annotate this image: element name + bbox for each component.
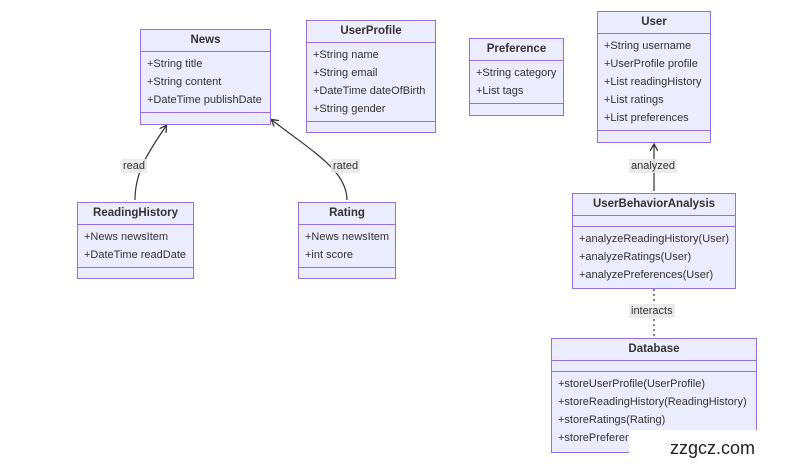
attribute: +String email xyxy=(313,67,378,79)
edge-label-interacts: interacts xyxy=(629,304,675,318)
class-user-profile-attributes: +String name +String email +DateTime dat… xyxy=(307,43,435,122)
class-user: User +String username +UserProfile profi… xyxy=(597,11,711,143)
class-user-methods xyxy=(598,131,710,134)
class-user-profile-methods xyxy=(307,122,435,125)
watermark: zzgcz.com xyxy=(629,430,796,466)
class-user-behavior-analysis-attributes xyxy=(573,216,735,227)
class-user-profile: UserProfile +String name +String email +… xyxy=(306,20,436,133)
class-user-behavior-analysis-methods: +analyzeReadingHistory(User) +analyzeRat… xyxy=(573,227,735,287)
edge-label-analyzed: analyzed xyxy=(629,159,678,173)
class-rating-attributes: +News newsItem +int score xyxy=(299,225,395,268)
class-preference: Preference +String category +List tags xyxy=(469,38,564,116)
class-user-behavior-analysis: UserBehaviorAnalysis +analyzeReadingHist… xyxy=(572,193,736,289)
class-user-name: User xyxy=(598,12,710,34)
class-database-attributes xyxy=(552,361,756,372)
class-rating: Rating +News newsItem +int score xyxy=(298,202,396,279)
method: +storeUserProfile(UserProfile) xyxy=(558,378,706,390)
class-reading-history-attributes: +News newsItem +DateTime readDate xyxy=(78,225,193,268)
attribute: +List tags xyxy=(476,85,524,97)
edge-label-rated: rated xyxy=(331,159,361,173)
class-news: News +String title +String content +Date… xyxy=(140,29,271,125)
class-rating-name: Rating xyxy=(299,203,395,225)
attribute: +int score xyxy=(305,249,353,261)
attribute: +String username xyxy=(604,40,692,52)
attribute: +List ratings xyxy=(604,94,664,106)
attribute: +String gender xyxy=(313,103,386,115)
class-database: Database +storeUserProfile(UserProfile) … xyxy=(551,338,757,453)
class-preference-name: Preference xyxy=(470,39,563,61)
class-user-behavior-analysis-name: UserBehaviorAnalysis xyxy=(573,194,735,216)
attribute: +News newsItem xyxy=(84,231,169,243)
class-user-profile-name: UserProfile xyxy=(307,21,435,43)
attribute: +DateTime readDate xyxy=(84,249,187,261)
edge-rated xyxy=(272,120,348,201)
method: +analyzePreferences(User) xyxy=(579,269,714,281)
method: +analyzeReadingHistory(User) xyxy=(579,233,730,245)
method: +analyzeRatings(User) xyxy=(579,251,692,263)
attribute: +News newsItem xyxy=(305,231,390,243)
attribute: +String title xyxy=(147,58,203,70)
attribute: +String category xyxy=(476,67,557,79)
class-news-methods xyxy=(141,113,270,116)
class-preference-attributes: +String category +List tags xyxy=(470,61,563,104)
attribute: +String content xyxy=(147,76,222,88)
method: +storeReadingHistory(ReadingHistory) xyxy=(558,396,747,408)
class-user-attributes: +String username +UserProfile profile +L… xyxy=(598,34,710,131)
class-preference-methods xyxy=(470,104,563,107)
class-reading-history: ReadingHistory +News newsItem +DateTime … xyxy=(77,202,194,279)
class-news-attributes: +String title +String content +DateTime … xyxy=(141,52,270,113)
attribute: +String name xyxy=(313,49,379,61)
class-database-name: Database xyxy=(552,339,756,361)
class-reading-history-name: ReadingHistory xyxy=(78,203,193,225)
class-rating-methods xyxy=(299,268,395,271)
attribute: +UserProfile profile xyxy=(604,58,698,70)
class-reading-history-methods xyxy=(78,268,193,271)
attribute: +List readingHistory xyxy=(604,76,702,88)
method: +storeRatings(Rating) xyxy=(558,414,666,426)
attribute: +List preferences xyxy=(604,112,689,124)
attribute: +DateTime publishDate xyxy=(147,94,262,106)
edge-label-read: read xyxy=(121,159,148,173)
attribute: +DateTime dateOfBirth xyxy=(313,85,426,97)
class-news-name: News xyxy=(141,30,270,52)
